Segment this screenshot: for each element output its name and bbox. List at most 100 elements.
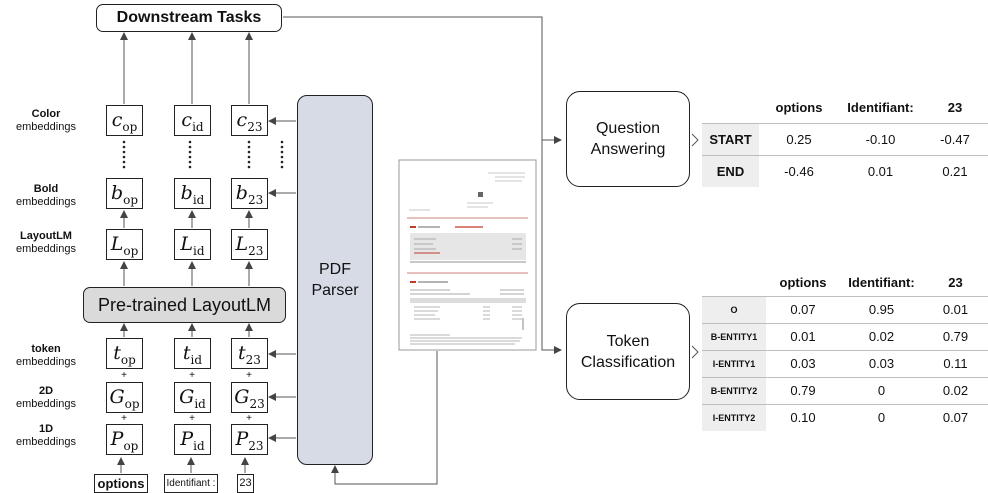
- dots-23: [247, 140, 251, 169]
- pdf-parser-box: PDF Parser: [297, 95, 373, 465]
- tc-table-column-header: options: [766, 269, 840, 296]
- row-label-2d-name: 2D: [38, 385, 54, 397]
- qa-table-cell: 0.25: [759, 122, 839, 155]
- 2d-embedding-23: G23: [231, 382, 268, 413]
- tc-table-cell: 0.02: [923, 376, 988, 404]
- tc-table-cell: 0.07: [766, 295, 840, 323]
- tc-table-cell: 0.10: [766, 403, 840, 431]
- row-label-color: Color embeddings: [0, 108, 92, 134]
- qa-table-corner: [702, 92, 759, 123]
- qa-table-cell: -0.47: [922, 122, 988, 155]
- row-label-1d-sub: embeddings: [16, 436, 76, 448]
- qa-table-column-header: 23: [922, 92, 988, 123]
- chevron-qa-to-table: [691, 133, 699, 147]
- tc-table-row-label: B-ENTITY2: [702, 376, 766, 404]
- 1d-embedding-id: Pid: [174, 424, 211, 455]
- 1d-embedding-23: P23: [231, 424, 268, 455]
- tc-table-cell: 0.07: [923, 403, 988, 431]
- pretrained-layoutlm-box: Pre-trained LayoutLM: [83, 287, 286, 323]
- tc-table-row-label: O: [702, 295, 766, 323]
- token-embedding-id: tid: [174, 338, 211, 369]
- question-answering-box: Question Answering: [566, 91, 690, 187]
- tc-table-cell: 0.11: [923, 349, 988, 377]
- tc-table-cell: 0: [840, 376, 923, 404]
- plus-sign: +: [121, 413, 127, 424]
- row-label-color-sub: embeddings: [16, 121, 76, 133]
- bold-embedding-id: bid: [174, 178, 211, 209]
- row-label-token: token embeddings: [0, 343, 92, 369]
- tc-table-cell: 0.79: [766, 376, 840, 404]
- tc-table-row: B-ENTITY2 0.79 0 0.02: [702, 376, 988, 404]
- qa-table-column-header: Identifiant:: [839, 92, 922, 123]
- token-embedding-op: top: [106, 338, 143, 369]
- color-embedding-op: cop: [106, 105, 143, 136]
- tc-table-row: I-ENTITY2 0.10 0 0.07: [702, 403, 988, 431]
- pdf-parser-label-line1: PDF: [319, 261, 351, 278]
- ellipsis-dots: [122, 140, 284, 169]
- row-label-layoutlm-name: LayoutLM: [20, 230, 72, 242]
- tc-table-cell: 0.95: [840, 295, 923, 323]
- tc-table-corner: [702, 269, 766, 296]
- tc-table-cell: 0.79: [923, 322, 988, 350]
- qa-table-row-label: START: [702, 122, 759, 155]
- qa-table-row: END -0.46 0.01 0.21: [702, 154, 988, 187]
- color-embedding-23: c23: [231, 105, 268, 136]
- tc-table-cell: 0.01: [923, 295, 988, 323]
- row-label-layoutlm-sub: embeddings: [16, 243, 76, 255]
- token-classification-label-line1: Token: [606, 332, 650, 350]
- qa-table-row-label: END: [702, 154, 759, 187]
- arrow-downstream-to-tc: [541, 140, 562, 354]
- qa-table-cell: 0.01: [839, 154, 922, 187]
- qa-table-cell: -0.46: [759, 154, 839, 187]
- token-embedding-23: t23: [231, 338, 268, 369]
- tc-table-row-label: I-ENTITY1: [702, 349, 766, 377]
- row-label-bold-sub: embeddings: [16, 196, 76, 208]
- pretrained-layoutlm-label: Pre-trained LayoutLM: [97, 294, 272, 315]
- plus-sign: +: [189, 413, 195, 424]
- 1d-embedding-op: Pop: [106, 424, 143, 455]
- plus-sign: +: [246, 413, 252, 424]
- question-answering-label-line1: Question: [595, 120, 661, 137]
- row-label-1d-name: 1D: [38, 423, 54, 435]
- tc-table-column-header: 23: [923, 269, 988, 296]
- invoice-thumbnail-drawing: [398, 159, 537, 351]
- input-token-23: 23: [237, 474, 254, 493]
- layoutlm-embedding-op: Lop: [106, 229, 143, 260]
- tc-table-row: O 0.07 0.95 0.01: [702, 295, 988, 323]
- question-answering-label-line2: Answering: [590, 141, 666, 158]
- dots-op: [122, 140, 126, 169]
- qa-table-column-header: options: [759, 92, 839, 123]
- bold-embedding-op: bop: [106, 178, 143, 209]
- tc-table-row: B-ENTITY1 0.01 0.02 0.79: [702, 322, 988, 350]
- downstream-tasks-box: Downstream Tasks: [96, 4, 282, 32]
- qa-table-row: START 0.25 -0.10 -0.47: [702, 122, 988, 155]
- row-label-layoutlm: LayoutLM embeddings: [0, 230, 92, 256]
- 2d-embedding-id: Gid: [174, 382, 211, 413]
- qa-table-header-row: options Identifiant: 23: [702, 92, 988, 123]
- tc-table-column-header: Identifiant:: [840, 269, 923, 296]
- token-classification-box: Token Classification: [566, 303, 690, 400]
- input-token-options: options: [94, 474, 148, 493]
- qa-table-cell: -0.10: [839, 122, 922, 155]
- tc-table-cell: 0: [840, 403, 923, 431]
- qa-scores-table: options Identifiant: 23 START 0.25 -0.10…: [702, 92, 988, 187]
- token-classification-label-line2: Classification: [580, 353, 676, 371]
- plus-sign: +: [121, 370, 127, 381]
- token-classification-scores-table: options Identifiant: 23 O 0.07 0.95 0.01…: [702, 269, 988, 431]
- row-label-token-name: token: [31, 343, 61, 355]
- layoutlm-embedding-id: Lid: [174, 229, 211, 260]
- chevron-tc-to-table: [691, 345, 699, 359]
- bold-embedding-23: b23: [231, 178, 268, 209]
- arrow-downstream-to-qa: [283, 16, 562, 144]
- row-label-bold: Bold embeddings: [0, 183, 92, 209]
- tc-table-cell: 0.02: [840, 322, 923, 350]
- row-label-2d: 2D embeddings: [0, 385, 92, 411]
- tc-table-header-row: options Identifiant: 23: [702, 269, 988, 296]
- tc-table-cell: 0.03: [766, 349, 840, 377]
- row-label-bold-name: Bold: [33, 183, 59, 195]
- tc-table-cell: 0.03: [840, 349, 923, 377]
- arrow-document-to-parser: [331, 351, 438, 485]
- tc-table-row: I-ENTITY1 0.03 0.03 0.11: [702, 349, 988, 377]
- pdf-parser-label-line2: Parser: [311, 282, 359, 299]
